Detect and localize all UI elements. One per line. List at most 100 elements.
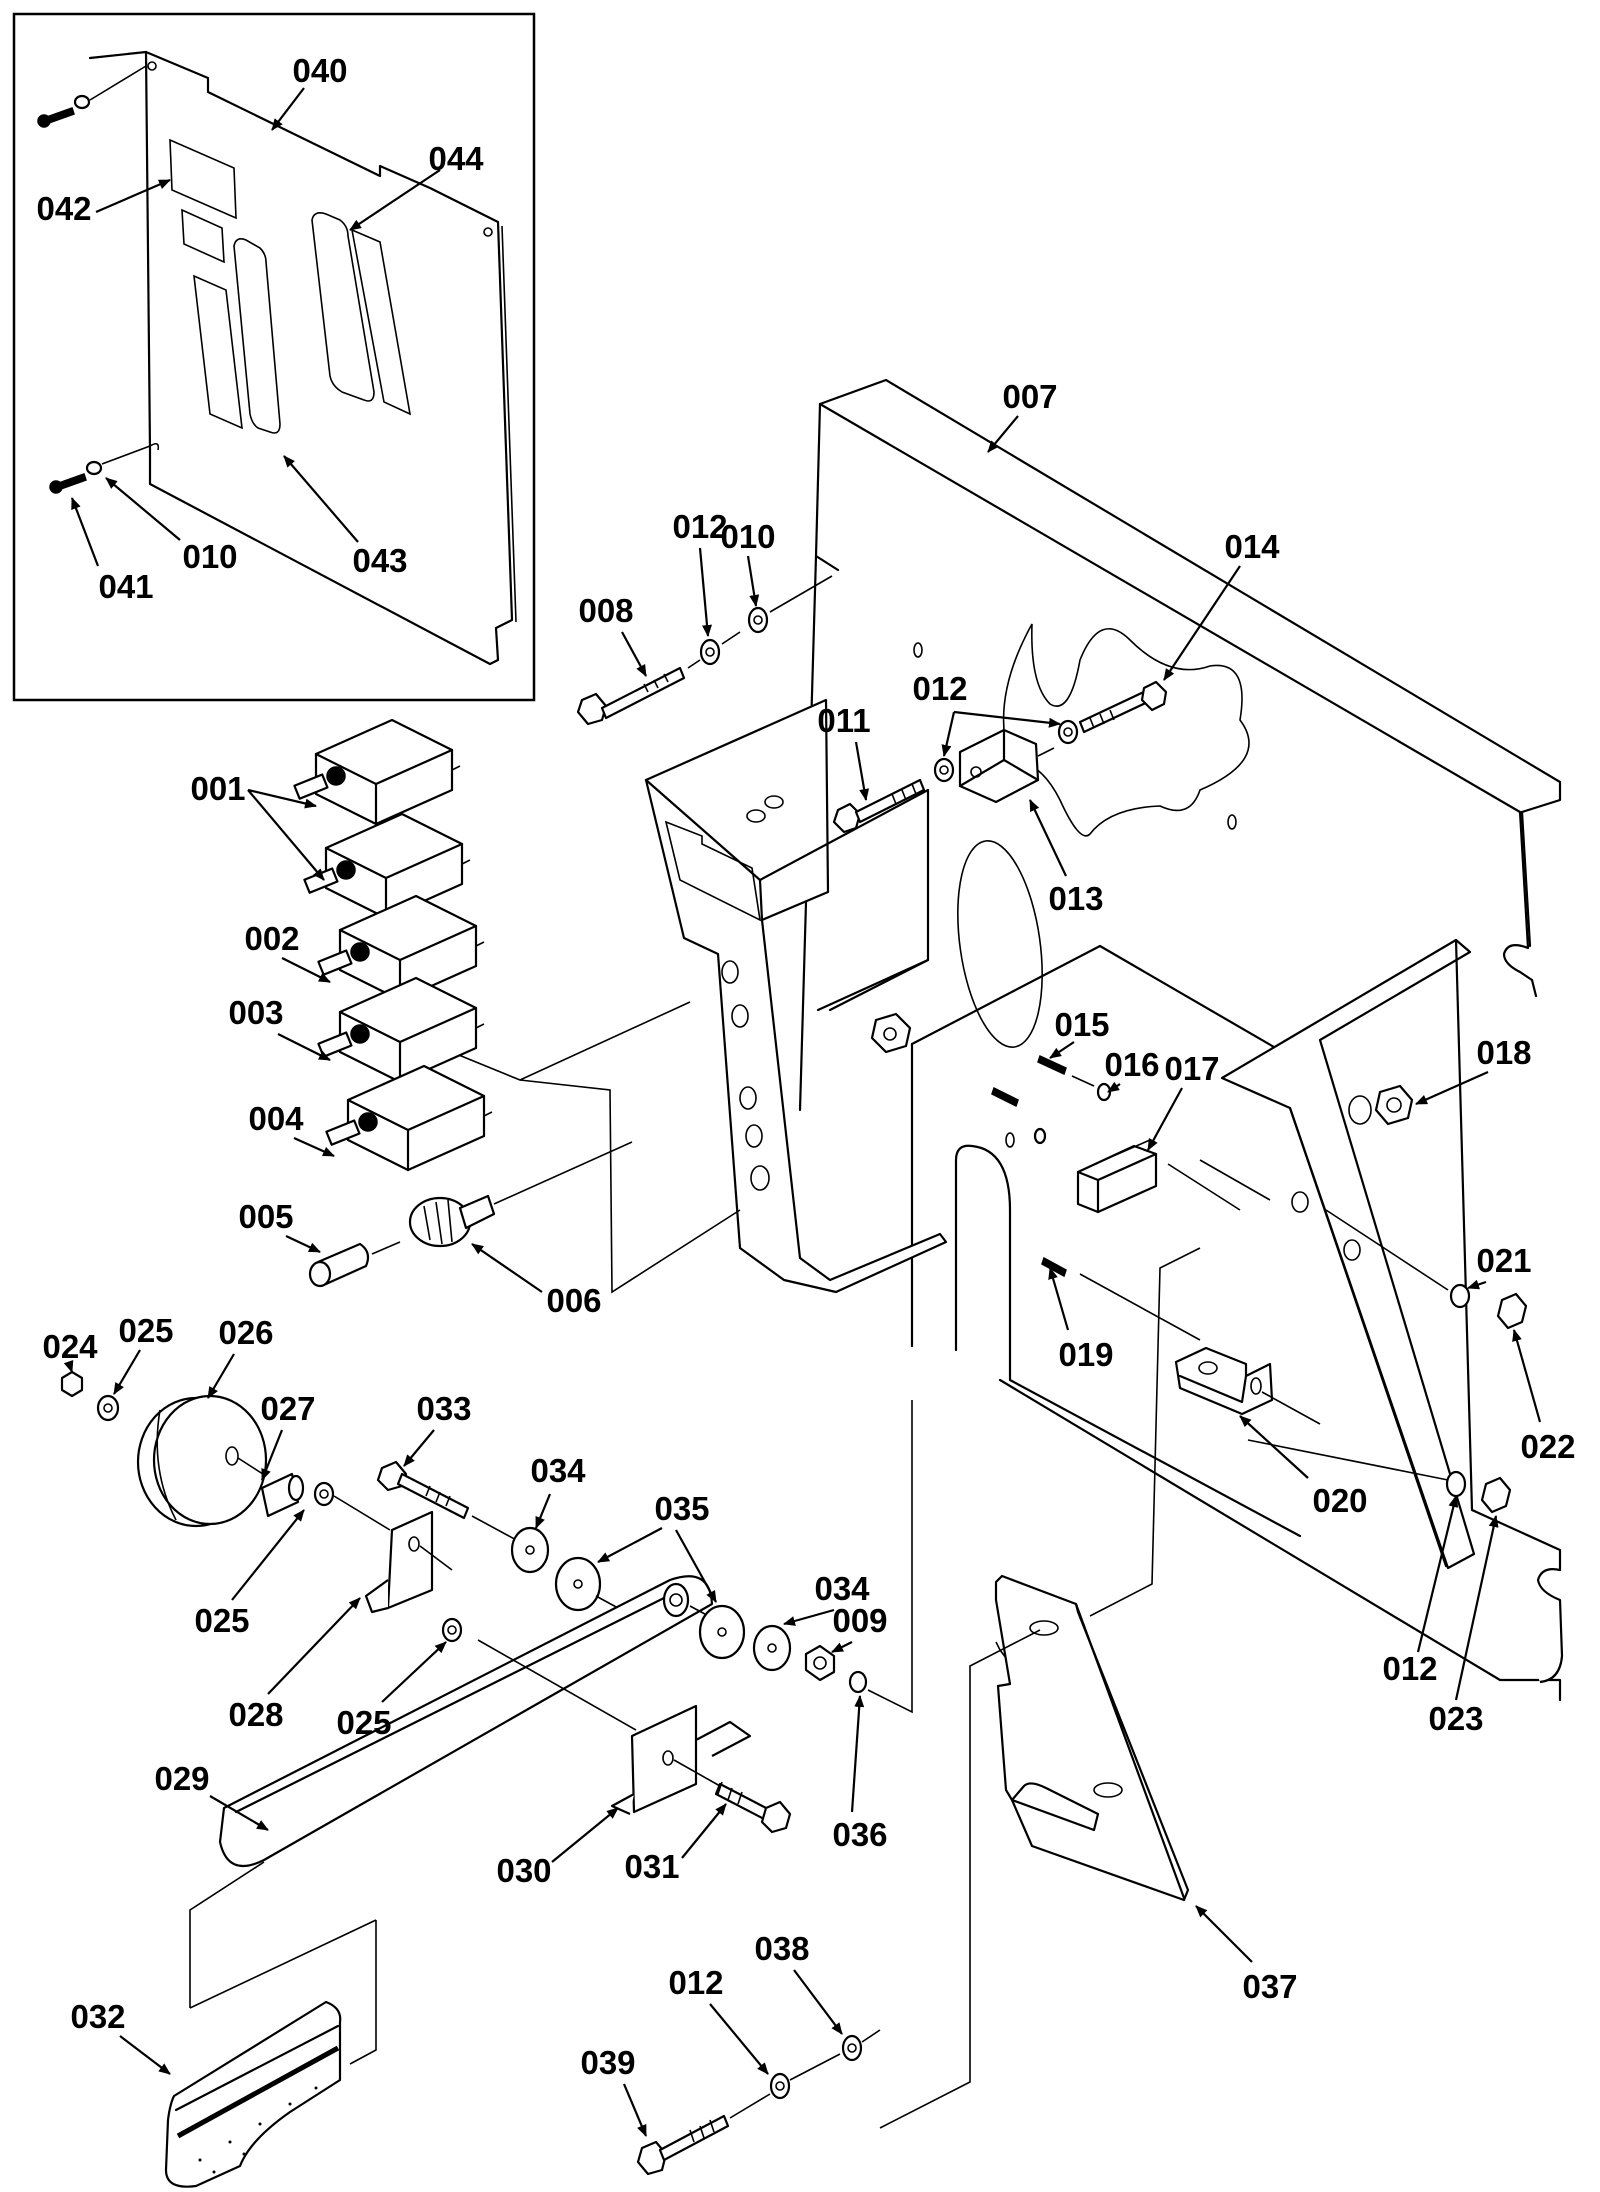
callout-023: 023 (1428, 1700, 1483, 1737)
lamp-assembly (308, 1141, 633, 1288)
callout-027: 027 (260, 1390, 315, 1427)
callout-002: 002 (244, 920, 299, 957)
callout-013: 013 (1048, 880, 1103, 917)
callout-019: 019 (1058, 1336, 1113, 1373)
micro-switch-group (991, 1054, 1241, 1341)
lock-nut-018 (1374, 1084, 1414, 1126)
callout-030: 030 (496, 1852, 551, 1889)
callout-034-b: 034 (814, 1570, 870, 1607)
callout-035: 035 (654, 1490, 709, 1527)
callout-026: 026 (218, 1314, 273, 1351)
callout-001: 001 (190, 770, 245, 807)
washer-025-left (96, 1394, 120, 1422)
callout-039: 039 (580, 2044, 635, 2081)
callouts: 007 008 012 010 014 012 011 013 001 002 … (42, 378, 1576, 2137)
callout-025-b: 025 (194, 1602, 249, 1639)
lock-washer-012-top (699, 638, 721, 666)
washer-034-b (752, 1624, 792, 1672)
oval-opening (957, 840, 1043, 1048)
callout-020: 020 (1312, 1482, 1367, 1519)
callout-010-inset: 010 (182, 538, 237, 575)
callout-006: 006 (546, 1282, 601, 1319)
cover-panel (144, 50, 514, 666)
callout-003: 003 (228, 994, 283, 1031)
callout-034-a: 034 (530, 1452, 586, 1489)
lock-washer-012-mid (933, 757, 955, 783)
toggle-switch (303, 812, 471, 920)
callout-005: 005 (238, 1198, 293, 1235)
arm-group (189, 1400, 913, 2065)
flat-washer-010-top (747, 606, 769, 634)
callout-042: 042 (36, 190, 91, 227)
callout-029: 029 (154, 1760, 209, 1797)
nut-009 (804, 1644, 836, 1682)
callout-024: 024 (42, 1328, 98, 1365)
nut-023 (1480, 1476, 1512, 1514)
decal-top-left (169, 138, 237, 220)
callout-037: 037 (1242, 1968, 1297, 2005)
callout-031: 031 (624, 1848, 679, 1885)
angle-bracket-020 (1174, 1346, 1321, 1425)
callout-040: 040 (292, 52, 347, 89)
callout-011: 011 (817, 702, 870, 739)
bolt-011 (832, 757, 955, 834)
callout-033: 033 (416, 1390, 471, 1427)
lock-washer-012-upper (1057, 719, 1079, 745)
bracket-nut (870, 1012, 912, 1054)
callout-021: 021 (1476, 1242, 1531, 1279)
washer-034-a (510, 1526, 550, 1574)
callout-032: 032 (70, 1998, 125, 2035)
bolt-008-group (576, 575, 833, 726)
lever-arm-029 (218, 1575, 714, 1868)
callout-028: 028 (228, 1696, 283, 1733)
screw-top (37, 50, 148, 128)
toggle-switch (317, 976, 485, 1084)
decal-right (311, 212, 375, 402)
callout-010-top: 010 (720, 518, 775, 555)
nut-024 (60, 1370, 84, 1398)
callout-025-c: 025 (336, 1704, 391, 1741)
brush-pad-032 (164, 2000, 342, 2188)
washer-038 (841, 2034, 863, 2062)
callout-038: 038 (754, 1930, 809, 1967)
callout-014: 014 (1224, 528, 1280, 565)
pulley-group (60, 1370, 463, 1643)
callout-041: 041 (98, 568, 153, 605)
lamp-holder (408, 1196, 472, 1248)
callout-012-right: 012 (1382, 1650, 1437, 1687)
callout-009: 009 (832, 1602, 887, 1639)
callout-036: 036 (832, 1816, 887, 1853)
callout-015: 015 (1054, 1006, 1109, 1043)
bracket-030 (630, 1704, 698, 1814)
washer-035-a (554, 1556, 602, 1612)
callout-043: 043 (352, 542, 407, 579)
nut-022 (1496, 1292, 1528, 1330)
main-frame-panel (798, 378, 1562, 1702)
toggle-switch (293, 718, 461, 826)
micro-switch (1076, 1144, 1158, 1214)
screw-bottom (49, 442, 160, 494)
mount-bracket-028 (386, 1510, 434, 1610)
washer-012-right (1445, 1470, 1467, 1498)
inset-border (12, 12, 536, 702)
spacer-013-group (958, 680, 1168, 804)
callout-012-bottom: 012 (668, 1964, 723, 2001)
hook-plate-037 (879, 1247, 1201, 2129)
callout-004: 004 (248, 1100, 304, 1137)
e-clip-036 (848, 1670, 868, 1694)
callout-008: 008 (578, 592, 633, 629)
toggle-switch (325, 1064, 493, 1172)
callout-025-a: 025 (118, 1312, 173, 1349)
callout-018: 018 (1476, 1034, 1531, 1071)
callout-012-top: 012 (672, 508, 727, 545)
side-plate (1199, 938, 1564, 1684)
bolt-039-group (636, 2029, 881, 2176)
star-cutout (1002, 623, 1250, 837)
callout-017: 017 (1164, 1050, 1219, 1087)
toggle-switch (317, 894, 485, 1002)
washer-035-b (698, 1604, 746, 1660)
decal-center (233, 238, 281, 434)
inset-panel: 040 044 042 043 010 041 (12, 12, 536, 702)
switch-bracket (421, 698, 948, 1294)
